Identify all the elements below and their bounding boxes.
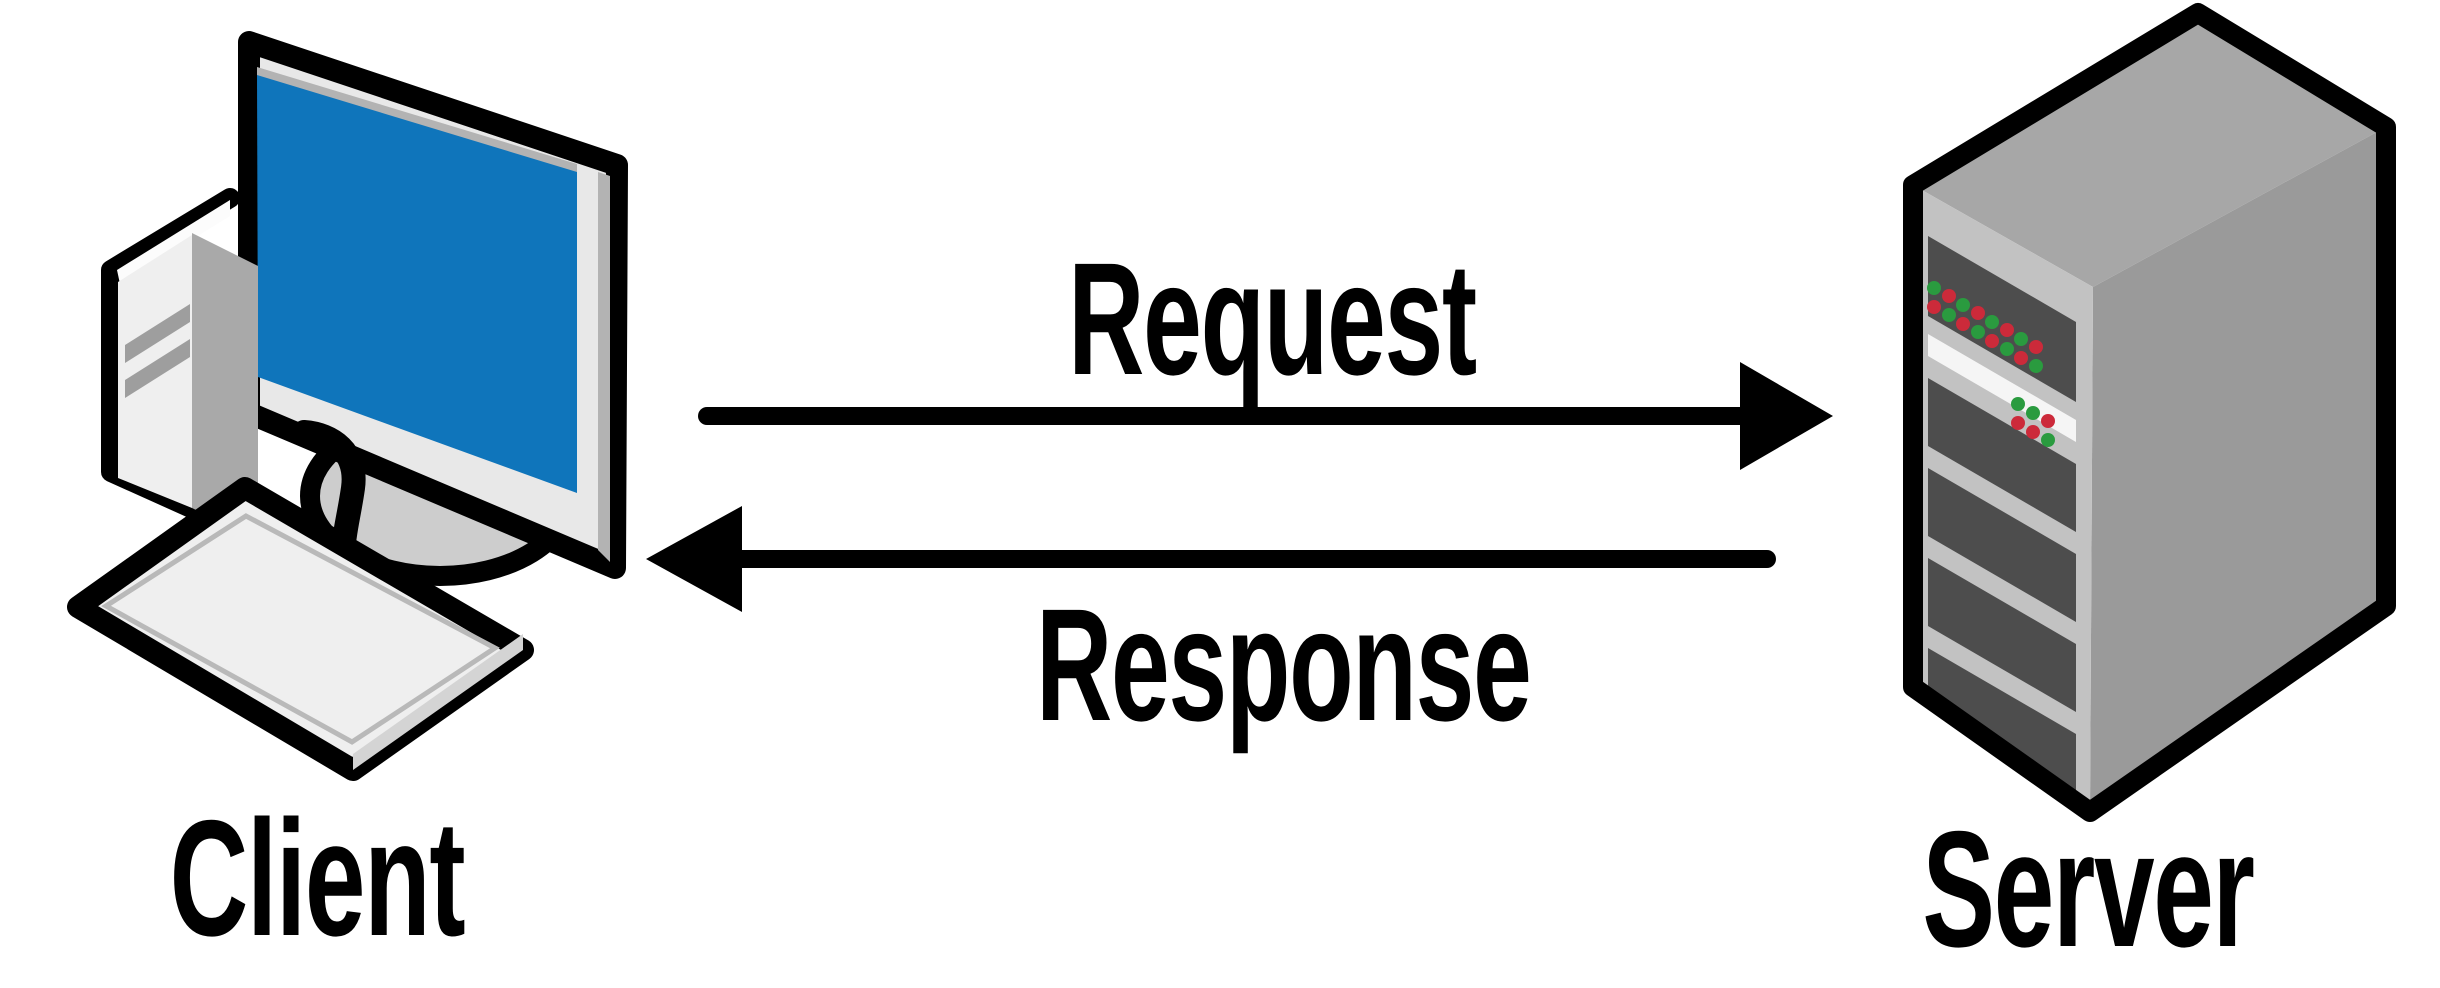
request-arrowhead	[1740, 362, 1833, 470]
server-top-face	[1913, 13, 2386, 287]
server-led-cluster	[2011, 397, 2055, 447]
server-led-lights	[1927, 281, 2043, 373]
server-drive-slot	[1928, 378, 2076, 532]
keyboard	[67, 477, 534, 781]
monitor-top-shadow-strip	[257, 67, 577, 174]
response-arrow	[646, 506, 1776, 612]
response-edge-label: Response	[1036, 575, 1532, 754]
server-outline	[1903, 3, 2396, 822]
keyboard-key-area	[101, 513, 500, 745]
server-drive-slot	[1928, 468, 2076, 622]
server-drive-slot	[1928, 558, 2076, 712]
keyboard-edge	[353, 634, 523, 770]
desktop-computer-icon	[67, 31, 628, 781]
server-side-face	[2090, 127, 2386, 812]
tower-vent-stripe	[125, 304, 190, 363]
request-edge-label: Request	[1068, 229, 1477, 408]
server-drive-slot	[1928, 648, 2076, 802]
server-node-label: Server	[1922, 797, 2255, 981]
monitor-screen	[257, 75, 577, 493]
computer-tower	[101, 188, 258, 541]
server-tower-icon	[1903, 3, 2396, 822]
server-front-details	[1927, 236, 2076, 802]
request-arrow	[698, 362, 1833, 470]
tower-top-face	[117, 200, 230, 284]
monitor-side-shadow-strip	[598, 172, 610, 562]
client-node-label: Client	[169, 786, 466, 970]
response-arrowhead	[646, 506, 742, 612]
tower-side-face	[192, 233, 258, 541]
tower-vent-stripe	[125, 339, 190, 398]
